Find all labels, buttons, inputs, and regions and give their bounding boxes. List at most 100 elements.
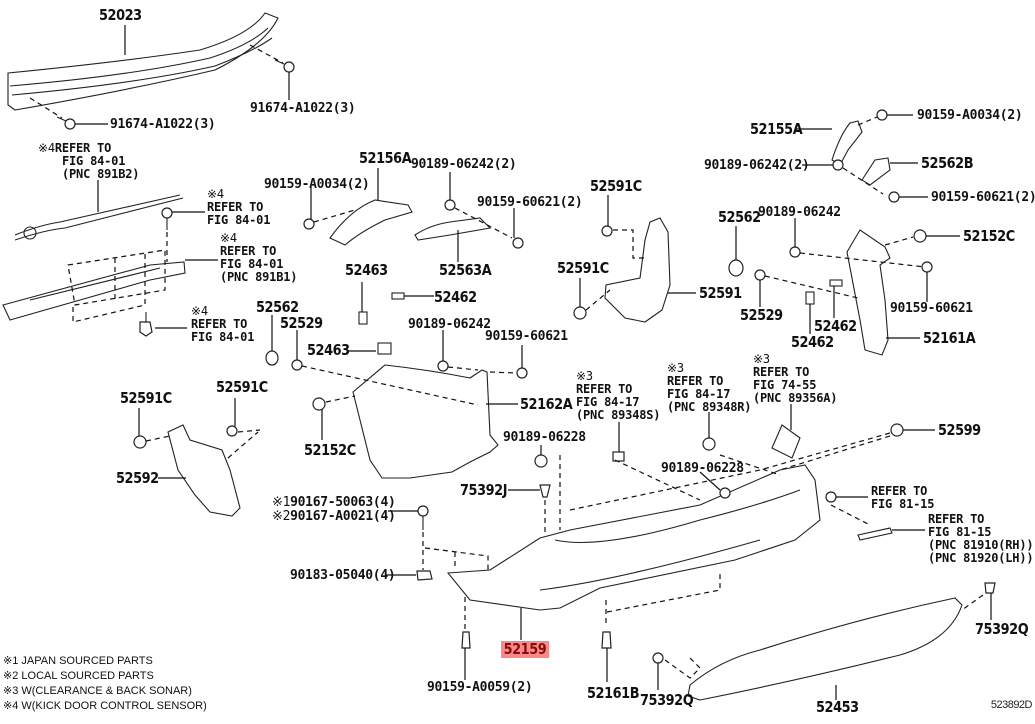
part-label-52591C-right-1[interactable]: 52591C [590,177,642,195]
part-label-52529-left[interactable]: 52529 [280,314,323,332]
bolt-90159-60621-right[interactable] [888,191,900,203]
screw-81-15-part[interactable] [825,491,837,503]
part-label-90159-A0059[interactable]: 90159-A0059(2) [427,680,533,695]
part-label-52156A[interactable]: 52156A [359,149,412,167]
part-label-52023[interactable]: 52023 [99,6,142,24]
lower-garnish-52453-part[interactable] [687,597,963,701]
refer-note-84-01-screw[interactable]: ※4 REFER TO FIG 84-01 [207,188,270,227]
part-label-90159-A0034-2-left[interactable]: 90159-A0034(2) [264,177,370,192]
bolt-90159-60621-left[interactable] [512,237,524,249]
part-label-90159-60621-2-left[interactable]: 90159-60621(2) [477,195,583,210]
part-label-52462-top[interactable]: 52462 [434,288,477,306]
refer-note-89348S[interactable]: ※3 REFER TO FIG 84-17 (PNC 89348S) [576,370,660,422]
bolt-91674-left[interactable] [56,116,76,130]
part-label-90189-06242-2-right[interactable]: 90189-06242(2) [704,158,810,173]
refer-note-84-01-clip[interactable]: ※4 REFER TO FIG 84-01 [191,305,254,344]
part-label-91674-A1022-right[interactable]: 91674-A1022(3) [250,101,356,116]
nut-90189-06228-b[interactable] [719,487,731,499]
part-label-52591C-left-2[interactable]: 52591C [216,378,268,396]
bolt-90159-A0034[interactable] [303,218,315,230]
part-label-52162A[interactable]: 52162A [520,395,573,413]
part-label-90183-05040[interactable]: 90183-05040(4) [290,568,396,583]
bracket-52592-part[interactable] [167,424,241,517]
nut-90183-05040-part[interactable] [416,570,433,581]
pad-52462-right-1[interactable] [829,279,843,287]
part-label-52161A[interactable]: 52161A [923,329,976,347]
part-label-75392J[interactable]: 75392J [460,481,508,499]
part-label-90167-50063[interactable]: ※190167-50063(4) [272,496,396,509]
part-label-90167-A0021[interactable]: ※290167-A0021(4) [272,510,396,523]
clip-part[interactable] [139,312,153,337]
part-label-90189-06242-right[interactable]: 90189-06242 [758,205,841,220]
part-label-90159-A0034-2-right[interactable]: 90159-A0034(2) [917,108,1023,123]
part-label-52453[interactable]: 52453 [816,698,859,716]
clip-52529-right[interactable] [754,269,766,281]
clip-52599-part[interactable] [890,423,904,437]
side-panel-52162A-part[interactable] [352,364,499,479]
kick-sensor-part[interactable] [2,261,186,321]
clip-52152C-right[interactable] [913,229,927,243]
pad-52463-mid-part[interactable] [377,342,392,355]
pad-52462-part[interactable] [391,292,405,300]
clip-52529-left[interactable] [291,359,303,371]
refer-note-891B2[interactable]: ※4REFER TO FIG 84-01 (PNC 891B2) [38,142,139,181]
wire-harness-part[interactable] [14,194,184,241]
part-label-52161B[interactable]: 52161B [587,684,640,702]
part-label-52562-right[interactable]: 52562 [718,208,761,226]
bolt-91674-right[interactable] [274,59,295,73]
nut-90189-06228-a[interactable] [534,454,548,468]
refer-note-81-15-reflector[interactable]: REFER TO FIG 81-15 (PNC 81910(RH)) (PNC … [928,513,1034,565]
part-label-52462-right-2[interactable]: 52462 [791,333,834,351]
screw-90167-part[interactable] [417,505,429,530]
part-label-52599[interactable]: 52599 [938,421,981,439]
bolt-90159-60621-mid[interactable] [516,367,528,379]
grommet-52562-left[interactable] [265,350,279,366]
refer-note-81-15-screw[interactable]: REFER TO FIG 81-15 [871,485,934,511]
part-label-52591C-left-1[interactable]: 52591C [120,389,172,407]
part-label-52562-left[interactable]: 52562 [256,298,299,316]
bracket-52155A-part[interactable] [831,120,863,166]
reflector-part[interactable] [857,527,893,541]
clip-75392Q-left[interactable] [652,652,664,664]
bracket-52156A-part[interactable] [329,199,413,246]
side-panel-52161A-part[interactable] [846,229,891,356]
nut-90189-06242-right-lower[interactable] [789,246,801,258]
part-label-90189-06228-a[interactable]: 90189-06228 [503,430,586,445]
part-label-75392Q-right[interactable]: 75392Q [975,620,1029,638]
part-label-52155A[interactable]: 52155A [750,120,803,138]
part-label-90159-60621-mid[interactable]: 90159-60621 [485,329,568,344]
clip-52591C-right-1[interactable] [601,225,613,237]
nut-90189-06242-left[interactable] [444,199,456,211]
part-label-91674-A1022-left[interactable]: 91674-A1022(3) [110,117,216,132]
nut-90189-06242-right[interactable] [832,159,844,171]
pad-52463-part[interactable] [358,311,368,325]
part-label-52463-top[interactable]: 52463 [345,261,388,279]
clip-52161B-part[interactable] [601,631,612,649]
part-label-52562B[interactable]: 52562B [921,154,974,172]
pad-52462-right-2[interactable] [805,291,815,305]
sensor-89348S-part[interactable] [612,451,625,462]
screw-part[interactable] [161,207,173,230]
clip-52591C-left-2[interactable] [226,425,238,437]
refer-note-89348R[interactable]: ※3 REFER TO FIG 84-17 (PNC 89348R) [667,362,751,414]
part-label-90159-60621-2-right[interactable]: 90159-60621(2) [931,190,1035,205]
part-label-90159-60621-right[interactable]: 90159-60621 [890,301,973,316]
refer-note-891B1[interactable]: ※4 REFER TO FIG 84-01 (PNC 891B1) [220,232,297,284]
part-label-90189-06242-mid[interactable]: 90189-06242 [408,317,491,332]
bolt-90159-A0034-right[interactable] [876,109,888,121]
part-label-90189-06242-2-left[interactable]: 90189-06242(2) [411,157,517,172]
part-label-52591[interactable]: 52591 [699,284,742,302]
part-label-75392Q-left[interactable]: 75392Q [640,691,694,709]
clip-75392J-part[interactable] [539,484,551,498]
part-label-52563A[interactable]: 52563A [439,261,492,279]
clip-75392Q-right[interactable] [984,582,996,594]
grommet-52562-right[interactable] [728,259,744,277]
bolt-90159-60621-right-lower[interactable] [921,261,933,273]
part-label-52152C-left[interactable]: 52152C [304,441,356,459]
part-label-52592[interactable]: 52592 [116,469,159,487]
part-label-52159-highlighted[interactable]: 52159 [501,641,549,658]
part-label-52529-right[interactable]: 52529 [740,306,783,324]
nut-90189-06242-mid[interactable] [437,360,449,372]
reinforcement-beam-part[interactable] [7,12,279,111]
bolt-90159-A0059-part[interactable] [461,631,471,649]
